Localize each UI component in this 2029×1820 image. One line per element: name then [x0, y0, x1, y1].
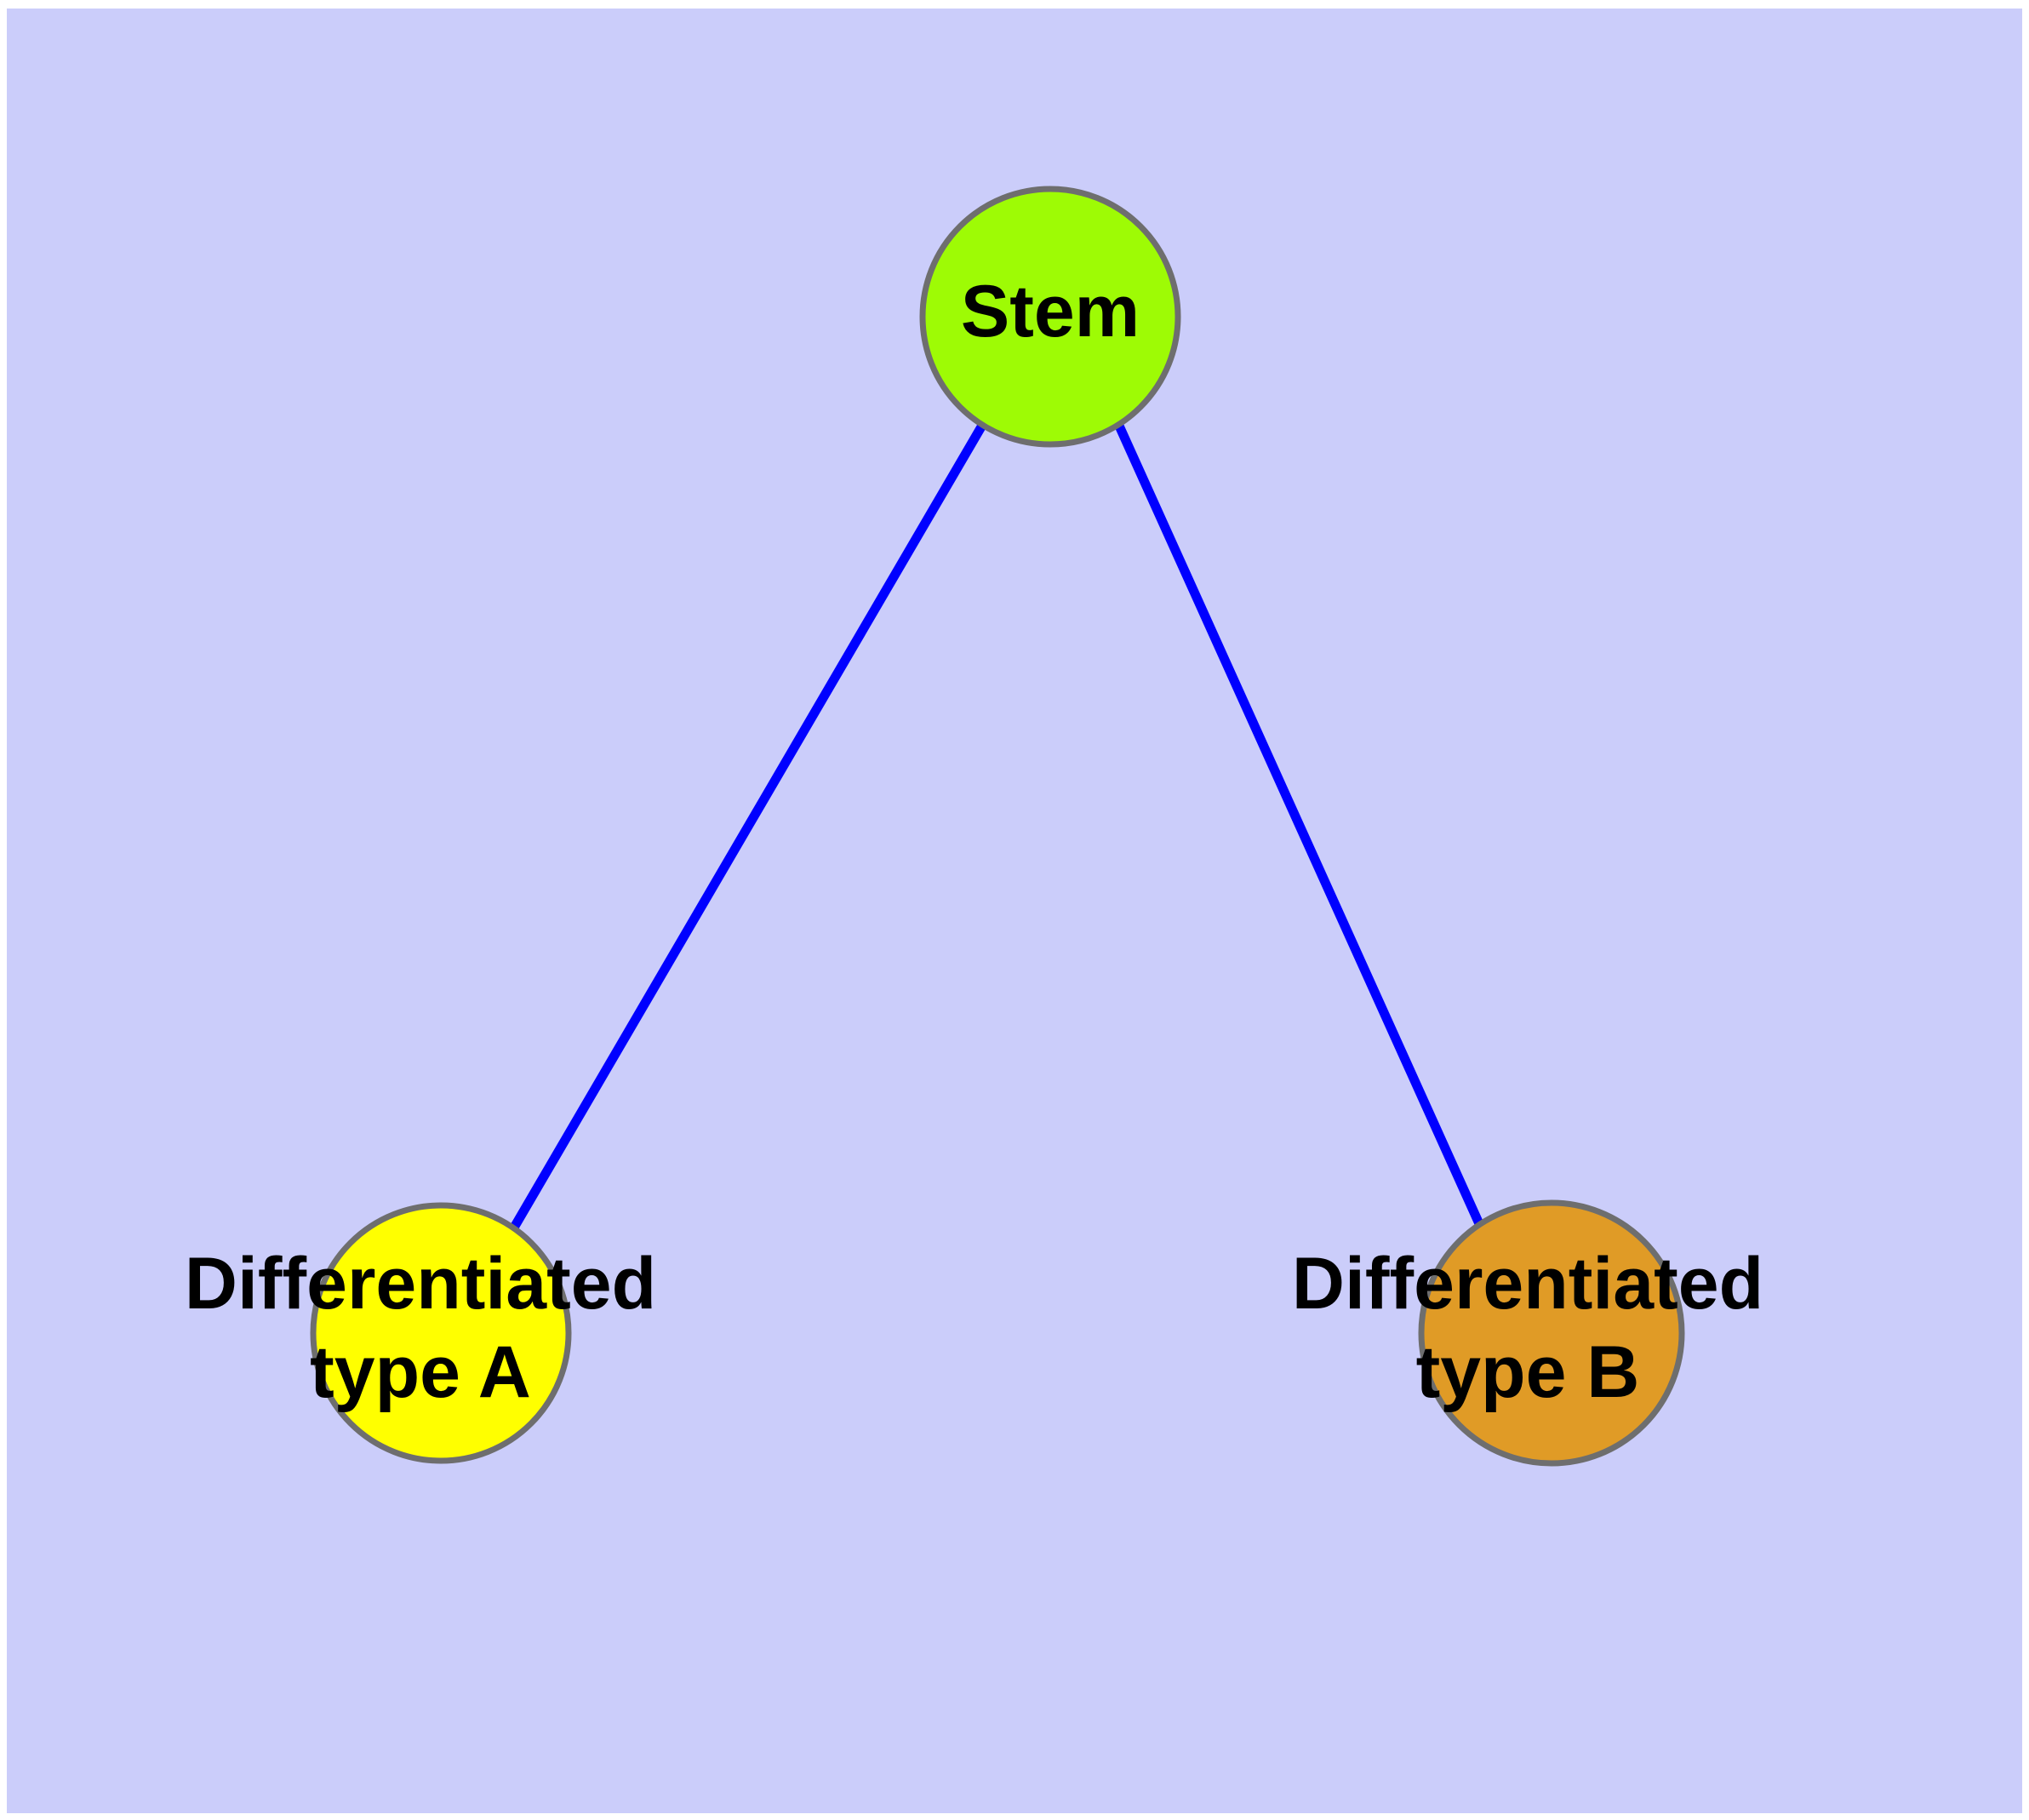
node-label-line: Differentiated — [185, 1243, 656, 1325]
node-label-line: type A — [310, 1331, 531, 1413]
node-layer — [310, 186, 1685, 1467]
edge-stem-to-diff-b[interactable] — [1113, 421, 1486, 1230]
node-label-line: Stem — [961, 271, 1140, 352]
node-diff-a-circle[interactable] — [310, 1202, 572, 1464]
node-diff-b-circle[interactable] — [1418, 1199, 1685, 1467]
edge-layer — [510, 421, 1486, 1230]
node-label-line: Differentiated — [1292, 1243, 1763, 1325]
node-stem-label: Stem — [961, 271, 1140, 352]
node-stem-circle[interactable] — [919, 186, 1181, 448]
node-label-line: type B — [1416, 1331, 1640, 1413]
edge-stem-to-diff-a[interactable] — [510, 421, 987, 1230]
